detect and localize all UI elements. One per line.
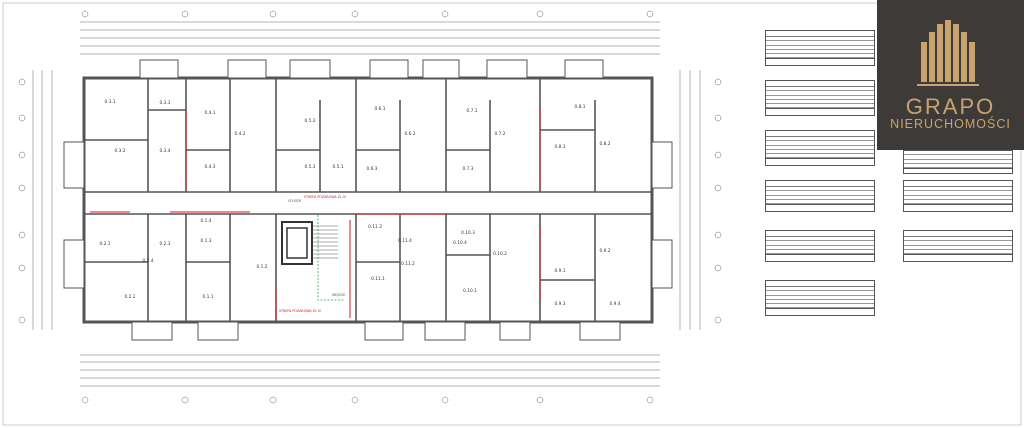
grid-axis-markers xyxy=(18,10,722,404)
room-label: 0.10.3 xyxy=(461,230,475,236)
room-schedule-table xyxy=(903,230,1013,262)
brand-subtitle: NIERUCHOMOŚCI xyxy=(890,117,1011,131)
bottom-dimension-lines xyxy=(80,354,660,387)
room-label: 0.10.1 xyxy=(463,288,477,294)
room-label: 0.11.2 xyxy=(401,261,415,267)
room-schedule-table xyxy=(903,150,1013,174)
room-schedule-table xyxy=(903,180,1013,212)
fire-zone-top-label: STREFA POŻAROWA ZL IV xyxy=(304,194,347,199)
room-label: 0.3.3 xyxy=(160,100,171,106)
room-label: 0.9.3 xyxy=(555,301,566,307)
room-label: 0.5.1 xyxy=(333,164,344,170)
room-label: 0.11.3 xyxy=(368,224,382,230)
room-labels: 0.3.1 0.3.2 0.3.3 0.3.4 0.4.1 0.4.2 0.4.… xyxy=(100,99,621,307)
table-header xyxy=(766,31,874,37)
fire-zone-lines xyxy=(90,108,541,320)
right-dimension-lines xyxy=(679,70,701,330)
room-label: 0.7.3 xyxy=(463,166,474,172)
room-label: 0.1.4 xyxy=(201,218,212,224)
room-label: 0.9.2 xyxy=(600,248,611,254)
room-label: 0.10.2 xyxy=(493,251,507,257)
room-schedule-table xyxy=(765,280,875,316)
entrance-label: WEJŚCIE xyxy=(332,292,345,297)
room-label: 0.2.1 xyxy=(100,241,111,247)
interior-walls xyxy=(84,78,652,322)
room-label: 0.3.1 xyxy=(105,99,116,105)
stair-label: SCHODY xyxy=(288,199,301,203)
room-label: 0.1.3 xyxy=(201,238,212,244)
room-label: 0.9.1 xyxy=(555,268,566,274)
left-dimension-lines xyxy=(32,70,53,330)
room-label: 0.8.1 xyxy=(575,104,586,110)
room-label: 0.6.2 xyxy=(405,131,416,137)
staircase xyxy=(281,221,338,265)
brand-name: GRAPO xyxy=(905,94,996,119)
brand-logo: GRAPO NIERUCHOMOŚCI xyxy=(877,0,1024,150)
drawing-annotations: STREFA POŻAROWA ZL IV STREFA POŻAROWA ZL… xyxy=(279,194,347,313)
room-schedule-table xyxy=(765,130,875,166)
room-label: 0.8.3 xyxy=(555,144,566,150)
room-label: 0.4.2 xyxy=(235,131,246,137)
building-icon xyxy=(917,20,979,86)
room-label: 0.3.4 xyxy=(160,148,171,154)
top-dimension-lines xyxy=(80,21,660,55)
evac-path xyxy=(317,215,345,301)
room-label: 0.1.1 xyxy=(203,294,214,300)
room-label: 0.4.3 xyxy=(205,164,216,170)
room-label: 0.2.3 xyxy=(160,241,171,247)
room-label: 0.7.2 xyxy=(495,131,506,137)
room-label: 0.7.1 xyxy=(467,108,478,114)
room-label: 0.1.2 xyxy=(257,264,268,270)
room-label: 0.5.3 xyxy=(305,164,316,170)
room-schedule-table xyxy=(765,30,875,66)
room-label: 0.5.2 xyxy=(305,118,316,124)
room-label: 0.6.1 xyxy=(375,106,386,112)
room-schedule-table xyxy=(765,180,875,212)
balconies xyxy=(63,59,673,341)
outer-walls xyxy=(82,76,654,324)
room-label: 0.8.2 xyxy=(600,141,611,147)
room-label: 0.10.4 xyxy=(453,240,467,246)
room-label: 0.11.1 xyxy=(371,276,385,282)
room-schedule-table xyxy=(765,80,875,116)
room-label: 0.2.2 xyxy=(125,294,136,300)
room-schedule-table xyxy=(765,230,875,262)
room-label: 0.3.2 xyxy=(115,148,126,154)
room-label: 0.6.3 xyxy=(367,166,378,172)
room-label: 0.11.4 xyxy=(398,238,412,244)
room-label: 0.2.4 xyxy=(143,258,154,264)
room-label: 0.4.1 xyxy=(205,110,216,116)
fire-zone-bottom-label: STREFA POŻAROWA ZL IV xyxy=(279,308,322,313)
room-label: 0.9.4 xyxy=(610,301,621,307)
